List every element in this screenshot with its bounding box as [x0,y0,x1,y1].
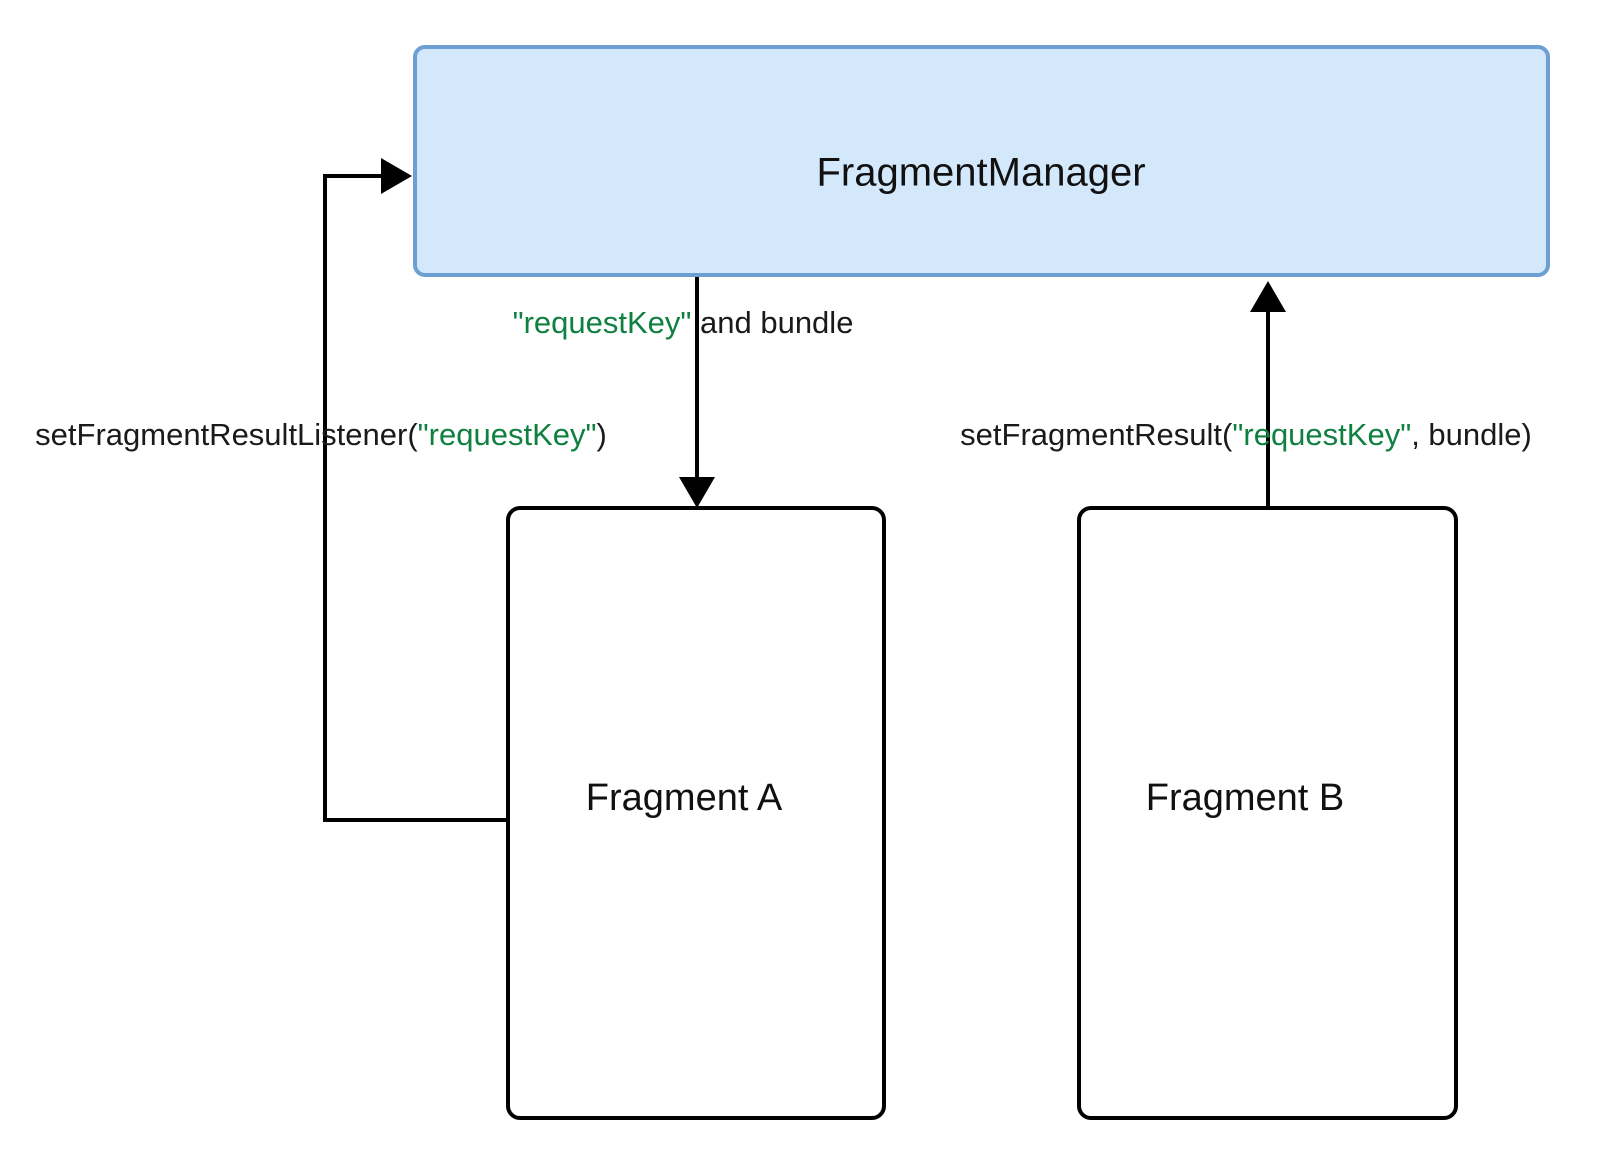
edge-set-result [1250,281,1286,512]
edge-listener-line [323,174,508,822]
edge-set-result-arrowhead-icon [1250,281,1286,312]
node-fragment-b[interactable]: Fragment B [1077,506,1458,1120]
edge-deliver-label-suffix: and bundle [691,305,853,340]
svg-text:setFragmentResult("requestKey": setFragmentResult("requestKey", bundle) [960,417,1532,452]
svg-text:"requestKey" and bundle: "requestKey" and bundle [513,305,854,340]
fragment-a-box[interactable] [506,506,886,1120]
fragment-a-label: Fragment A [586,777,783,819]
fragment-manager-box[interactable] [413,45,1550,277]
edge-deliver-label-key: "requestKey" [513,305,692,340]
edge-listener-arrowhead-icon [381,158,412,194]
edge-set-result-label: setFragmentResult("requestKey", bundle) [960,417,1532,452]
edge-listener-label-prefix: setFragmentResultListener( [35,417,418,452]
edge-listener-label-key: "requestKey" [418,417,597,452]
fragment-manager-label: FragmentManager [816,151,1145,195]
svg-text:setFragmentResultListener("req: setFragmentResultListener("requestKey") [35,417,607,452]
edge-set-result-label-prefix: setFragmentResult( [960,417,1233,452]
edge-deliver [679,275,715,508]
edge-listener-label-suffix: ) [597,417,607,452]
node-fragment-a[interactable]: Fragment A [506,506,886,1120]
edge-set-result-label-suffix: , bundle) [1411,417,1532,452]
node-fragment-manager[interactable]: FragmentManager [413,45,1550,277]
edge-deliver-arrowhead-icon [679,477,715,508]
fragment-b-label: Fragment B [1146,777,1345,819]
edge-listener-label: setFragmentResultListener("requestKey") [35,417,607,452]
edge-set-result-label-key: "requestKey" [1232,417,1411,452]
edge-deliver-label: "requestKey" and bundle [513,305,854,340]
fragment-b-box[interactable] [1077,506,1458,1120]
edge-listener [323,158,508,822]
